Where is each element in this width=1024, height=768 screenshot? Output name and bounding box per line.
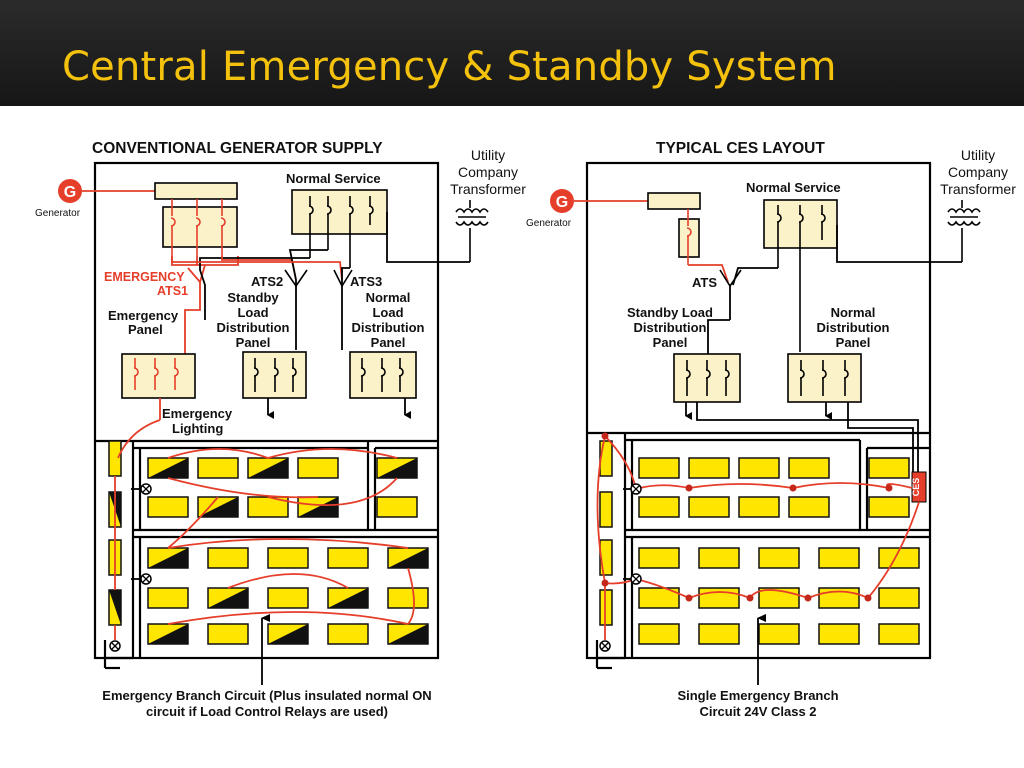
right-normal-service-label: Normal Service (746, 180, 841, 195)
right-normal-label-2: Distribution (817, 320, 890, 335)
left-emergency-ats-label-1: EMERGENCY (104, 270, 185, 284)
right-generator-switch-box (678, 218, 700, 258)
right-generator-label: Generator (526, 218, 572, 229)
left-standby-label-2: Load (237, 305, 268, 320)
left-standby-label-4: Panel (236, 335, 271, 350)
left-caption-2: circuit if Load Control Relays are used) (146, 704, 388, 719)
left-ats2-label: ATS2 (251, 274, 283, 289)
right-generator-symbol: G (556, 194, 568, 211)
right-diagram: TYPICAL CES LAYOUT G Generator Normal Se… (526, 140, 1016, 719)
right-emergency-light-markers (599, 483, 642, 652)
left-building-outline (93, 161, 440, 660)
right-standby-label-3: Panel (653, 335, 688, 350)
title-bar: Central Emergency & Standby System (0, 0, 1024, 106)
diagram: CONVENTIONAL GENERATOR SUPPLY G Generato… (35, 140, 1016, 719)
right-utility-line3: Transformer (940, 181, 1016, 197)
left-standby-label-1: Standby (227, 290, 279, 305)
slide-title: Central Emergency & Standby System (62, 44, 837, 90)
left-emergency-lighting-label-1: Emergency (162, 406, 233, 421)
left-emergency-panel-box (121, 353, 196, 399)
left-normal-label-1: Normal (366, 290, 411, 305)
left-normal-service-label: Normal Service (286, 171, 381, 186)
right-ces-label: CES (911, 478, 921, 497)
left-normal-service-box (291, 189, 388, 235)
right-caption-1: Single Emergency Branch (677, 688, 838, 703)
right-generator-bus (647, 192, 701, 210)
left-normal-label-2: Load (372, 305, 403, 320)
left-emergency-panel-label-2: Panel (128, 322, 163, 337)
right-fixtures (599, 440, 920, 645)
left-generator-icon: G (58, 179, 82, 203)
right-standby-label-1: Standby Load (627, 305, 713, 320)
right-ats-label: ATS (692, 275, 717, 290)
left-utility-line3: Transformer (450, 181, 526, 197)
right-generator-icon: G (550, 189, 574, 213)
left-emergency-panel-label-1: Emergency (108, 308, 179, 323)
left-utility-line2: Company (458, 164, 518, 180)
right-normal-label-1: Normal (831, 305, 876, 320)
right-standby-label-2: Distribution (634, 320, 707, 335)
right-normal-label-3: Panel (836, 335, 871, 350)
right-heading: TYPICAL CES LAYOUT (656, 140, 825, 157)
left-emergency-light-markers (109, 483, 152, 652)
left-transformer-icon (455, 200, 489, 262)
left-emergency-lighting-label-2: Lighting (172, 421, 223, 436)
left-emergency-circuit (114, 419, 415, 640)
left-generator-bus (154, 182, 238, 200)
right-utility-line1: Utility (961, 147, 995, 163)
left-generator-label: Generator (35, 208, 81, 219)
left-utility-line1: Utility (471, 147, 505, 163)
right-utility-line2: Company (948, 164, 1008, 180)
left-diagram: CONVENTIONAL GENERATOR SUPPLY G Generato… (35, 140, 526, 719)
right-caption-2: Circuit 24V Class 2 (699, 704, 816, 719)
left-normal-label-3: Distribution (352, 320, 425, 335)
left-emergency-ats-label-2: ATS1 (157, 284, 188, 298)
left-standby-label-3: Distribution (217, 320, 290, 335)
left-heading: CONVENTIONAL GENERATOR SUPPLY (92, 140, 383, 157)
left-generator-symbol: G (64, 184, 76, 201)
left-caption-1: Emergency Branch Circuit (Plus insulated… (102, 688, 431, 703)
left-fixtures (108, 440, 429, 645)
left-ats3-label: ATS3 (350, 274, 382, 289)
right-ces-controller: CES (911, 471, 927, 503)
left-normal-label-4: Panel (371, 335, 406, 350)
right-transformer-icon (947, 200, 981, 262)
left-ats1-box (162, 206, 238, 248)
